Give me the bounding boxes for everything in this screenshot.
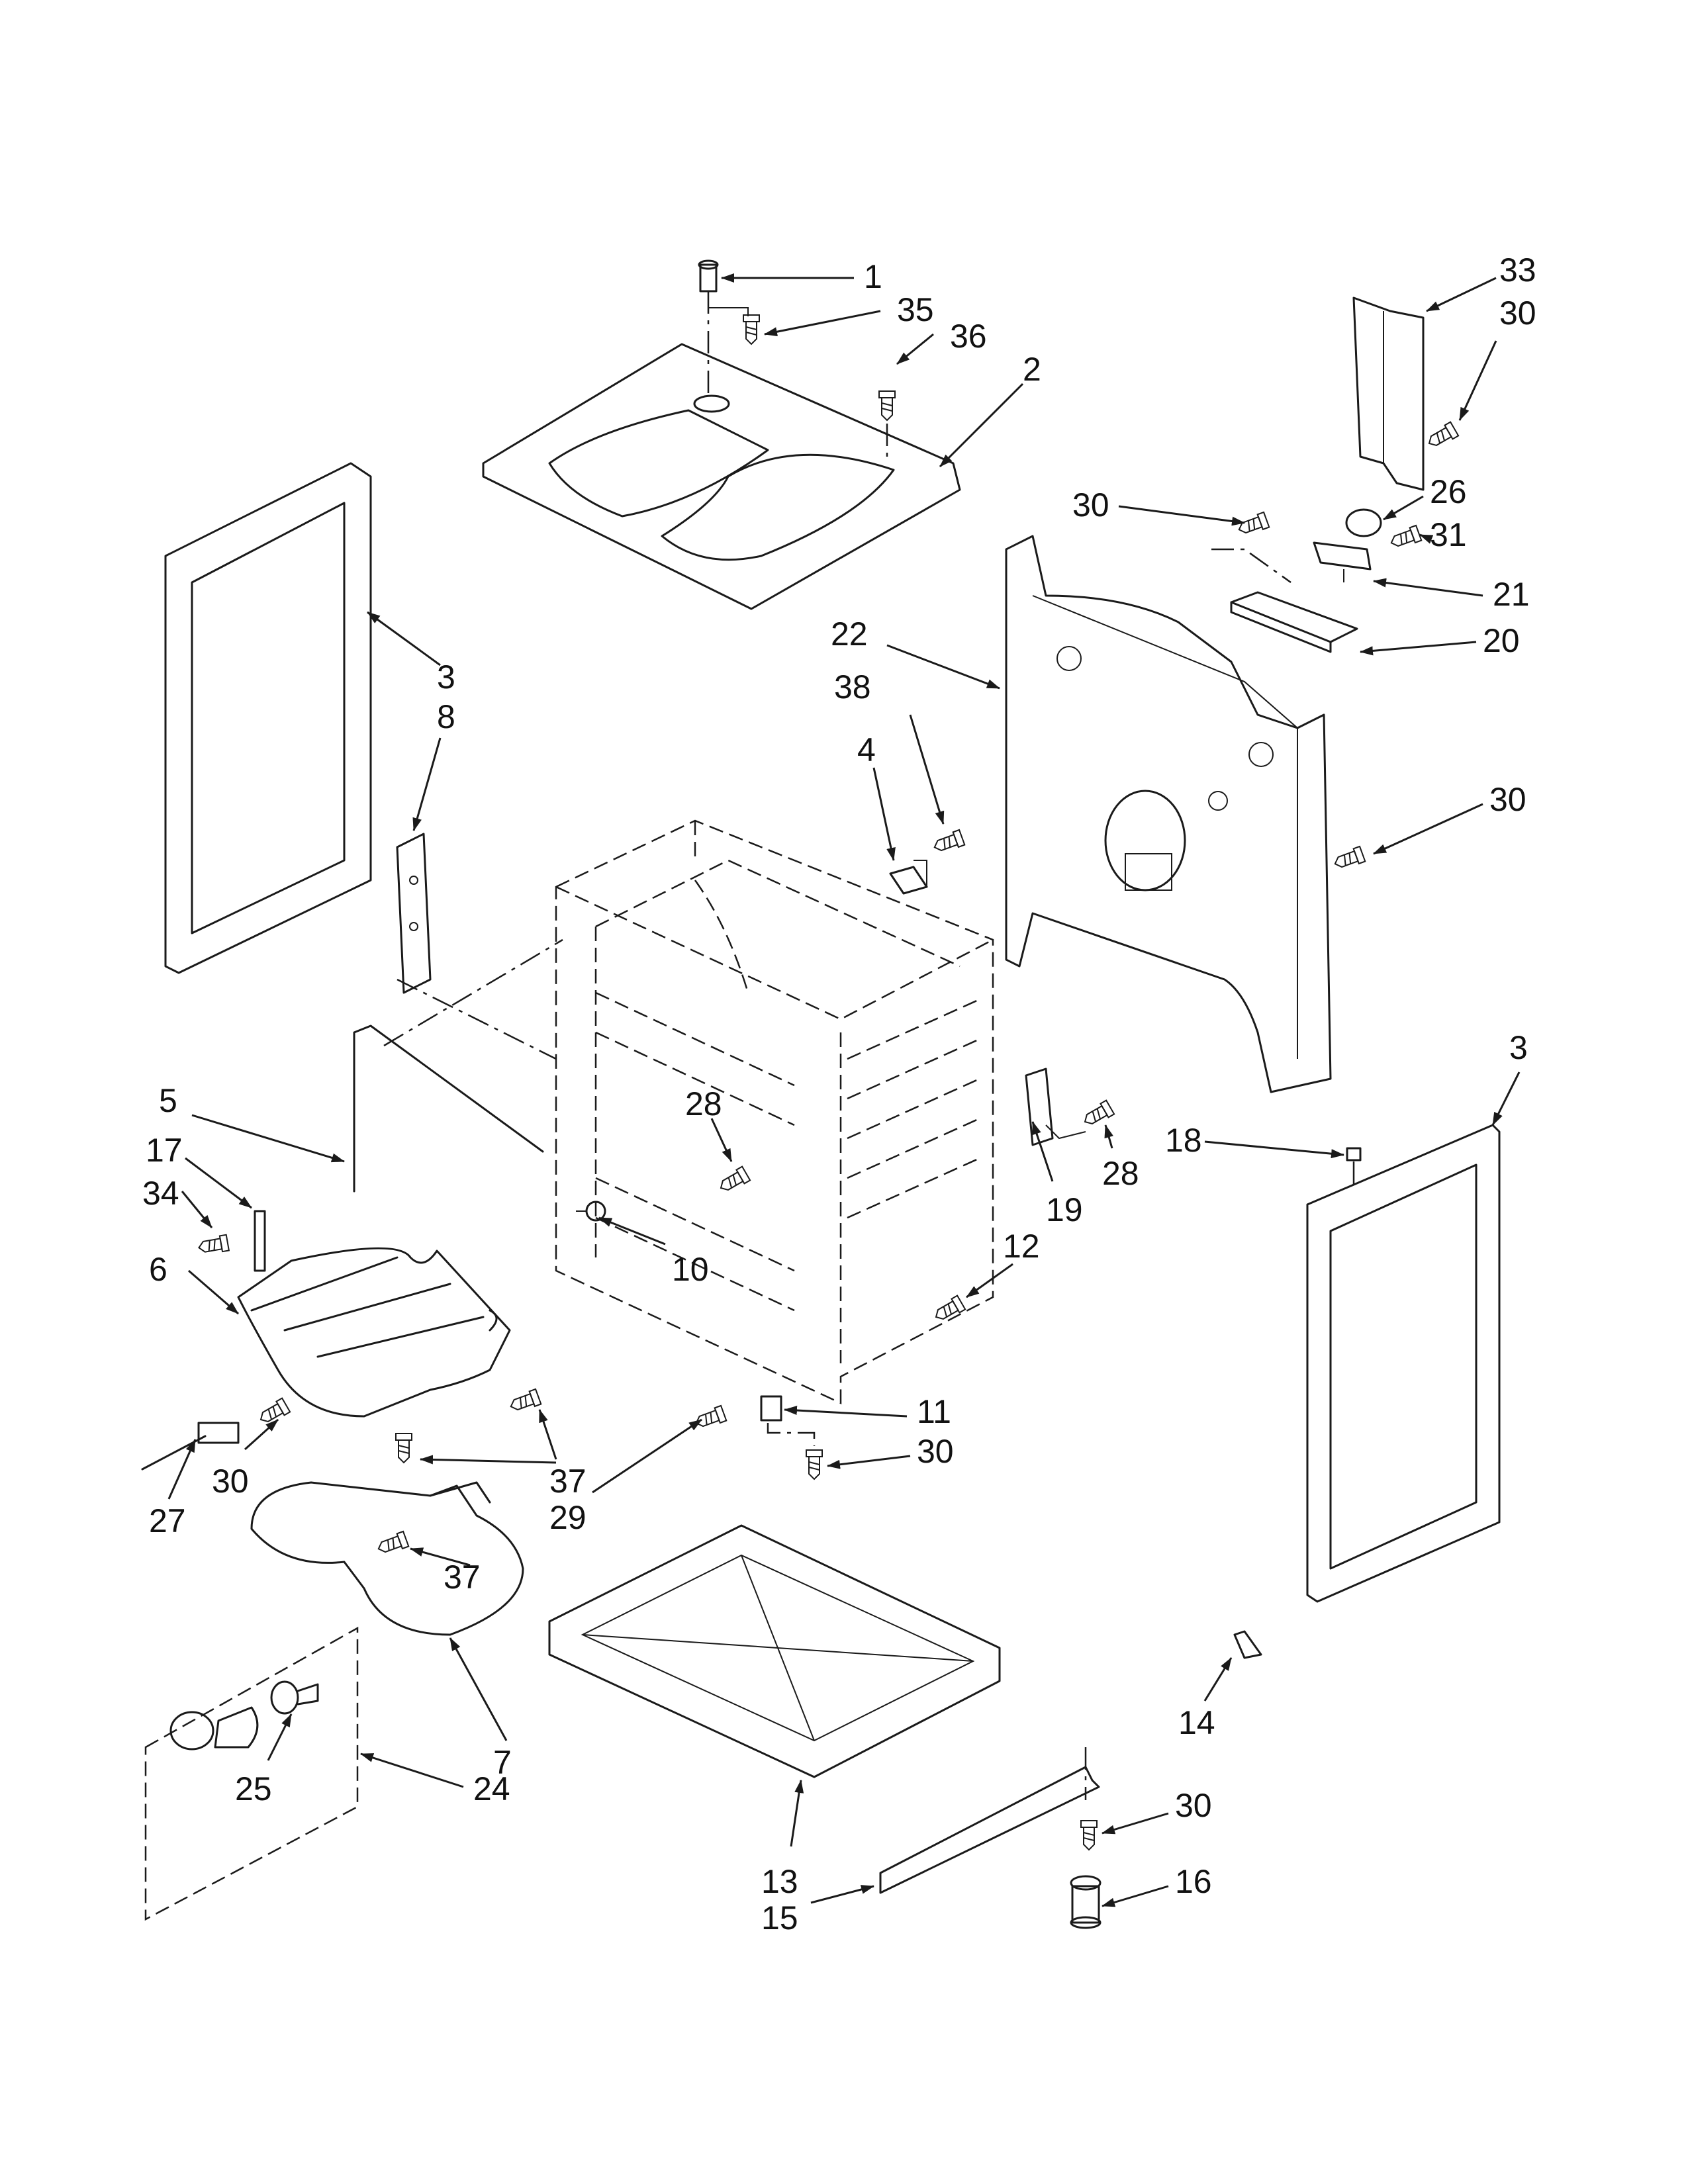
part-30-screw-valve xyxy=(806,1449,823,1480)
callout-16: 16 xyxy=(1175,1863,1212,1900)
callout-1: 1 xyxy=(864,258,882,295)
callout-21: 21 xyxy=(1493,576,1530,613)
callout-14: 14 xyxy=(1178,1704,1215,1741)
part-3-left-side-panel xyxy=(164,462,372,974)
callout-4: 4 xyxy=(857,731,876,768)
callout-2: 2 xyxy=(1023,351,1041,388)
callout-33: 33 xyxy=(1499,251,1536,289)
part-13-bottom-tray xyxy=(548,1524,1001,1778)
part-14-clip xyxy=(1233,1630,1262,1659)
callout-34: 34 xyxy=(142,1175,179,1212)
part-37-screw-b xyxy=(395,1433,412,1463)
callout-30-rear: 30 xyxy=(1499,295,1536,332)
callout-5: 5 xyxy=(159,1082,177,1119)
callout-19: 19 xyxy=(1046,1191,1083,1228)
callout-17: 17 xyxy=(146,1132,183,1169)
callout-6: 6 xyxy=(149,1251,167,1288)
callout-28-cavity: 28 xyxy=(685,1085,722,1122)
part-2-top-panel xyxy=(482,291,961,610)
part-36-screw xyxy=(878,390,896,421)
callout-8: 8 xyxy=(437,698,455,735)
callout-26: 26 xyxy=(1430,473,1467,510)
part-8-hinge-receiver xyxy=(396,833,432,994)
callout-13: 13 xyxy=(761,1863,798,1900)
part-30-screw-rear xyxy=(1425,421,1460,451)
part-10-sensor xyxy=(576,1201,606,1222)
part-11-valve xyxy=(760,1395,816,1446)
part-28-screw-cavity xyxy=(716,1165,751,1196)
part-17-clip xyxy=(254,1210,266,1272)
callout-31: 31 xyxy=(1430,516,1467,553)
part-38-screw xyxy=(931,829,966,856)
part-30-screw-panel xyxy=(1331,845,1366,872)
part-25-knob xyxy=(270,1680,319,1715)
part-30-screw-leg xyxy=(1080,1820,1098,1850)
part-29-screw xyxy=(692,1404,727,1432)
part-4-clip xyxy=(889,860,928,895)
callout-29: 29 xyxy=(549,1499,586,1536)
part-5-gasket xyxy=(353,1024,544,1193)
part-37-screw-a xyxy=(507,1388,542,1415)
callout-30-panel: 30 xyxy=(1489,781,1526,818)
part-6-broil-element xyxy=(237,1247,511,1418)
part-18-plug xyxy=(1346,1147,1362,1185)
callout-18: 18 xyxy=(1165,1122,1202,1159)
part-3-right-side-panel xyxy=(1306,1124,1501,1603)
callout-38: 38 xyxy=(834,668,871,705)
part-19-bracket xyxy=(1025,1068,1086,1146)
part-7-bake-element xyxy=(250,1481,524,1636)
leader-35 xyxy=(708,295,749,316)
callout-labels: 1 35 36 2 33 30 30 26 31 21 20 22 38 4 3… xyxy=(142,251,1536,1936)
callout-10: 10 xyxy=(672,1251,709,1288)
callout-30-bracket: 30 xyxy=(1072,486,1109,523)
callout-30-valve: 30 xyxy=(917,1433,954,1470)
callout-24: 24 xyxy=(473,1770,510,1807)
part-26-nut xyxy=(1345,508,1382,537)
callout-arrows xyxy=(167,273,1521,1907)
callout-36: 36 xyxy=(950,318,987,355)
part-21-bracket xyxy=(1313,541,1372,582)
part-15-rail xyxy=(879,1747,1100,1894)
part-20-bracket xyxy=(1211,548,1358,653)
part-22-rear-panel xyxy=(1005,535,1332,1093)
oven-cavity xyxy=(555,819,994,1404)
part-31-screw xyxy=(1387,524,1423,551)
callout-25: 25 xyxy=(235,1770,272,1807)
part-16-leveling-leg xyxy=(1070,1875,1102,1929)
part-33-rear-bracket xyxy=(1352,296,1425,491)
part-37-screw-c xyxy=(375,1530,410,1557)
leader-5-dashdot xyxy=(383,938,563,1047)
part-30-screw-bracket xyxy=(1235,511,1270,538)
callout-12: 12 xyxy=(1003,1228,1040,1265)
callout-15: 15 xyxy=(761,1899,798,1936)
callout-20: 20 xyxy=(1483,622,1520,659)
callout-35: 35 xyxy=(897,291,934,328)
part-34-screw xyxy=(197,1234,230,1257)
callout-30-leg: 30 xyxy=(1175,1787,1212,1824)
part-30-screw-sensor xyxy=(256,1397,291,1428)
callout-30-sensor: 30 xyxy=(212,1463,249,1500)
callout-11: 11 xyxy=(917,1393,951,1430)
callout-37-b: 37 xyxy=(444,1559,481,1596)
leader-8-dashdot xyxy=(397,978,557,1060)
part-28-screw-bracket xyxy=(1080,1099,1115,1130)
callout-27: 27 xyxy=(149,1502,186,1539)
callout-22: 22 xyxy=(831,615,868,653)
callout-3-right: 3 xyxy=(1509,1029,1528,1066)
part-35-screw xyxy=(743,314,760,345)
callout-37-a: 37 xyxy=(549,1463,586,1500)
part-1-pin xyxy=(698,259,719,293)
callout-3-left: 3 xyxy=(437,659,455,696)
part-24-knob-group xyxy=(144,1626,359,1921)
callout-28-bracket: 28 xyxy=(1102,1155,1139,1192)
callout-7: 7 xyxy=(493,1744,512,1781)
